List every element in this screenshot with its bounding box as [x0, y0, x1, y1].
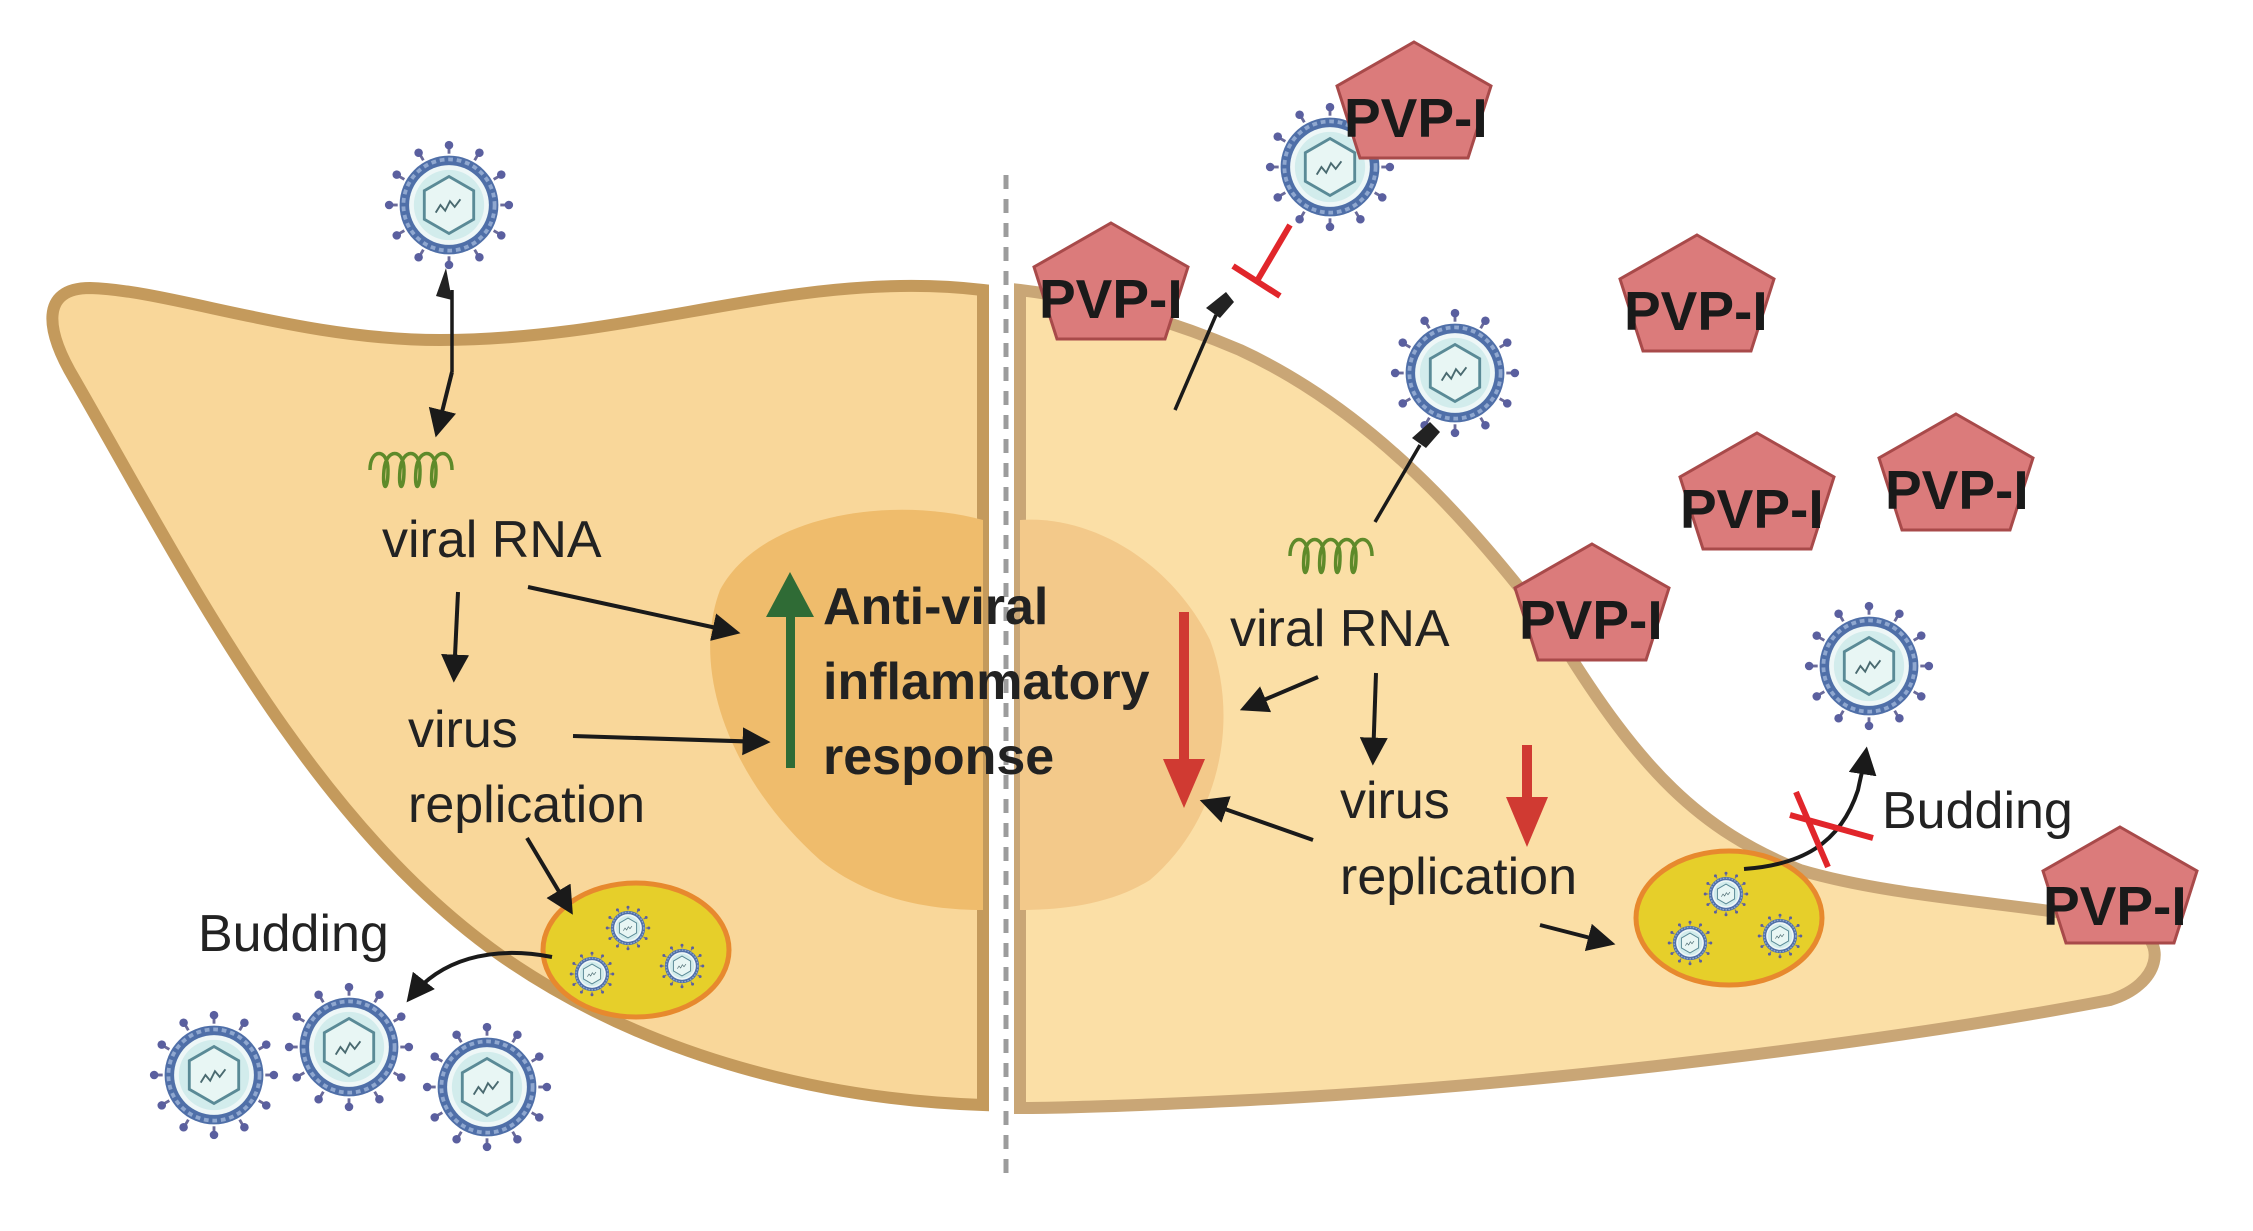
pvp-i-label: PVP-I: [1885, 459, 2029, 521]
pvp-i-label: PVP-I: [1680, 478, 1824, 540]
right-receptor-icon: [1412, 422, 1440, 448]
blocked-receptor-stalk: [1173, 314, 1218, 411]
left-arrow-virus-to-rna: [428, 371, 457, 438]
response-line-1: Anti-viral: [823, 578, 1048, 636]
right-arrow-replication-to-nucleus: [1199, 796, 1314, 842]
right-arrow-replication-to-vesicle: [1539, 923, 1616, 951]
right-arrow-rna-to-replication: [1359, 672, 1388, 766]
pvp-i-label: PVP-I: [2043, 875, 2187, 937]
right-nucleus: [1020, 519, 1224, 910]
left-replication-label: replication: [408, 776, 645, 834]
budding-blocked-x-mark: [1789, 790, 1874, 869]
right-replication-label: replication: [1340, 848, 1577, 906]
right-receptor-stalk: [1373, 444, 1422, 523]
left-arrow-rna-to-response: [527, 585, 741, 641]
down-regulation-arrow-replication: [1506, 745, 1548, 847]
right-viral-rna-label: viral RNA: [1230, 600, 1450, 658]
response-line-2: inflammatory: [823, 653, 1150, 711]
left-budding-arrow: [406, 950, 553, 1003]
left-receptor-icon: [436, 268, 452, 300]
right-virus-label: virus: [1340, 772, 1450, 830]
left-arrow-replication-to-response: [572, 727, 771, 756]
pvp-i-label: PVP-I: [1344, 87, 1488, 149]
left-arrow-rna-to-replication: [441, 591, 470, 683]
left-vesicle: [540, 880, 732, 1020]
right-budding-arrow: [1743, 746, 1877, 871]
left-budding-label: Budding: [198, 905, 389, 963]
right-budding-label: Budding: [1882, 782, 2073, 840]
right-arrow-rna-to-nucleus: [1239, 675, 1319, 713]
right-cell: [1014, 283, 2161, 1115]
left-cell: [46, 279, 989, 1112]
left-arrow-replication-to-vesicle: [525, 836, 573, 915]
right-vesicle: [1633, 848, 1825, 988]
pvp-i-label: PVP-I: [1519, 589, 1663, 651]
left-viral-rna-label: viral RNA: [382, 511, 602, 569]
inhibition-mark: [1231, 223, 1293, 299]
down-regulation-arrow-nucleus: [1163, 612, 1205, 808]
pvp-i-label: PVP-I: [1624, 280, 1768, 342]
left-virus-label: virus: [408, 701, 518, 759]
pvp-i-label: PVP-I: [1039, 268, 1183, 330]
response-line-3: response: [823, 728, 1054, 786]
left-cell-body: [46, 279, 989, 1112]
right-cell-body: [1014, 283, 2161, 1115]
left-upregulation-arrow: [766, 572, 814, 768]
blocked-receptor-icon: [1206, 292, 1234, 318]
